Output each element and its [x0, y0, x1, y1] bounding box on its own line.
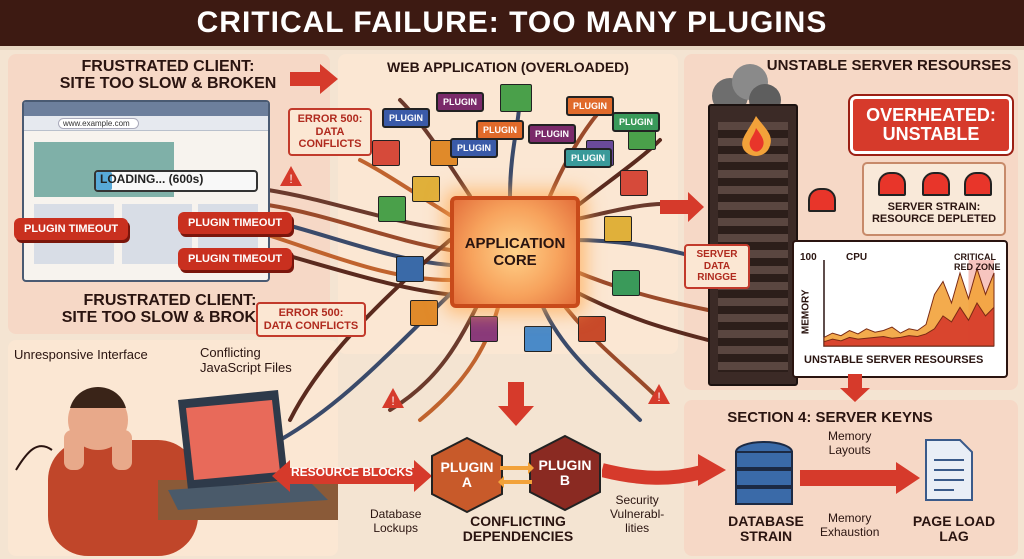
plugin-cube — [372, 140, 400, 166]
plugin-chip: PLUGIN — [476, 120, 525, 140]
browser-tabbar — [24, 102, 268, 116]
plugin-timeout-tag: PLUGIN TIMEOUT — [14, 218, 129, 240]
plugin-chip: PLUGIN — [528, 124, 577, 144]
plugin-b-hex — [529, 434, 601, 512]
plugin-chip: PLUGIN — [382, 108, 431, 128]
resource-chart-svg — [823, 260, 995, 347]
plugin-timeout-tag: PLUGIN TIMEOUT — [178, 212, 293, 234]
loading-bar — [94, 170, 258, 192]
section4-heading: SECTION 4: SERVER KEYNS — [727, 409, 933, 426]
memory-exhaustion-label: Memory Exhaustion — [820, 511, 880, 539]
browser-addressbar: www.example.com — [24, 116, 268, 131]
page-load-lag-label: PAGE LOAD LAG — [912, 513, 996, 545]
warning-icon: ! — [648, 384, 670, 404]
arrow-right-icon — [800, 462, 920, 494]
overheated-alert: OVERHEATED: UNSTABLE — [850, 96, 1012, 154]
overheated-alert-label: OVERHEATED: UNSTABLE — [866, 105, 996, 144]
plugin-cube — [470, 316, 498, 342]
application-core: APPLICATION CORE — [450, 196, 580, 308]
plugin-cube — [604, 216, 632, 242]
frustrated-user-graphic — [15, 387, 338, 556]
resource-blocks-arrow — [272, 460, 432, 492]
svg-text:!: ! — [657, 390, 660, 404]
plugin-cube — [578, 316, 606, 342]
url-text: www.example.com — [58, 117, 139, 129]
server-heading: UNSTABLE SERVER RESOURSES — [766, 57, 1012, 74]
plugin-chip: PLUGIN — [436, 92, 485, 112]
loading-bar-fill — [96, 172, 112, 190]
plugin-cube — [500, 84, 532, 112]
arrow-right-icon — [660, 192, 704, 222]
arrow-right-icon — [290, 64, 338, 94]
chart-cpu-label: CPU — [846, 252, 868, 263]
resource-chart: 100 CPU MEMORY CRITICAL RED ZONE UNSTABL… — [792, 240, 1008, 378]
arrow-down-icon — [498, 382, 534, 426]
warning-icon: ! — [280, 166, 302, 186]
conflicting-dependencies-heading: CONFLICTING DEPENDENCIES — [462, 513, 574, 545]
page-title: CRITICAL FAILURE: TOO MANY PLUGINS — [196, 6, 828, 39]
server-strain-box: SERVER STRAIN: RESOURCE DEPLETED — [862, 162, 1006, 236]
plugin-a-hex — [431, 436, 503, 514]
database-lockups-label: Database Lockups — [370, 507, 422, 535]
warning-icon: ! — [382, 388, 404, 408]
resource-blocks-label: RESOURCE BLOCKS — [290, 465, 413, 479]
plugin-cube — [524, 326, 552, 352]
memory-layouts-label: Memory Layouts — [828, 429, 872, 457]
siren-icon — [922, 172, 950, 196]
plugin-chip: PLUGIN — [564, 148, 613, 168]
application-core-label: APPLICATION CORE — [464, 234, 566, 269]
plugin-cube — [410, 300, 438, 326]
siren-icon — [964, 172, 992, 196]
chart-memory-label: MEMORY — [800, 289, 812, 335]
chart-critical-label: CRITICAL RED ZONE — [954, 252, 1001, 273]
server-data-tag: SERVER DATA RINGGE — [684, 244, 750, 289]
document-icon — [925, 439, 973, 501]
arrow-down-icon — [840, 374, 870, 402]
webapp-heading: WEB APPLICATION (OVERLOADED) — [387, 59, 629, 75]
chart-series-memory — [823, 301, 995, 347]
fire-icon — [742, 116, 771, 156]
plugin-cube — [396, 256, 424, 282]
plugin-chip: PLUGIN — [450, 138, 499, 158]
plugin-chip: PLUGIN — [612, 112, 661, 132]
svg-text:!: ! — [391, 394, 394, 408]
siren-icon — [808, 188, 836, 212]
security-vulnerabilities-label: Security Vulnerabl- lities — [610, 493, 665, 535]
conflict-arrows-icon — [498, 462, 534, 488]
arrow-right-icon — [602, 454, 726, 486]
chart-y-top: 100 — [800, 252, 817, 263]
plugin-cube — [620, 170, 648, 196]
svg-text:!: ! — [289, 172, 292, 186]
plugin-timeout-tag: PLUGIN TIMEOUT — [178, 248, 293, 270]
database-strain-label: DATABASE STRAIN — [728, 513, 804, 545]
plugin-chip: PLUGIN — [566, 96, 615, 116]
plugin-a-label: PLUGIN A — [440, 458, 494, 490]
conflicting-js-label: Conflicting JavaScript Files — [200, 345, 292, 375]
title-bar: CRITICAL FAILURE: TOO MANY PLUGINS — [0, 0, 1024, 50]
plugin-cube — [412, 176, 440, 202]
plugin-cube — [378, 196, 406, 222]
error-500-box: ERROR 500: DATA CONFLICTS — [288, 108, 372, 156]
loading-text: LOADING... (600s) — [100, 172, 204, 186]
plugin-b-label: PLUGIN B — [538, 456, 592, 488]
plugin-cube — [612, 270, 640, 296]
siren-icon — [878, 172, 906, 196]
error-500-box: ERROR 500: DATA CONFLICTS — [256, 302, 366, 338]
database-icon — [735, 441, 793, 505]
unresponsive-interface-label: Unresponsive Interface — [14, 347, 148, 362]
server-strain-label: SERVER STRAIN: RESOURCE DEPLETED — [871, 201, 997, 225]
chart-caption: UNSTABLE SERVER RESOURSES — [804, 354, 984, 366]
client-heading-top: FRUSTRATED CLIENT: SITE TOO SLOW & BROKE… — [59, 58, 277, 93]
